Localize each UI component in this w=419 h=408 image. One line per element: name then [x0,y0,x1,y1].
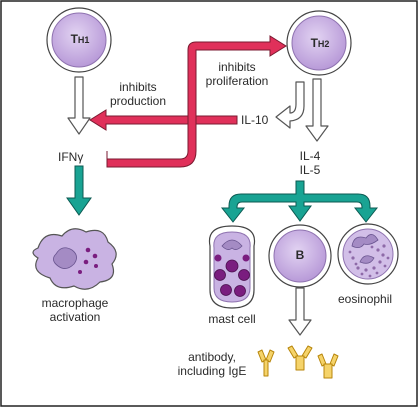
il5-label: IL-5 [299,163,321,177]
th1-to-ifn-arrow [67,76,91,135]
ifn-gamma-label: IFNγ [58,150,84,164]
il10-inhibits-arrow [89,109,238,131]
il10-label: IL-10 [241,113,269,127]
th2-label-sub: H2 [317,39,330,49]
b-cell-label: B [295,248,305,262]
eosinophil-label: eosinophil [338,292,393,306]
th2-to-il10-arrow [275,81,305,129]
inhibits-proliferation-label: inhibits proliferation [194,60,280,88]
th2-cell [286,10,352,76]
th1-label-main: T [70,32,78,46]
macrophage-activation-label: macrophage activation [30,296,120,324]
ifn-to-macrophage-arrow [66,165,92,216]
th1-label: TH1 [60,32,100,46]
th2-to-il4-arrow [305,78,329,142]
macrophage-activation-line-1: macrophage [41,296,109,310]
th1-cell [46,7,112,73]
antibody-label: antibody, including IgE [170,350,254,378]
inhibits-proliferation-line-2: proliferation [205,74,269,88]
th2-label: TH2 [300,36,340,50]
b-to-antibody-arrow [288,287,312,336]
il4-branch-arrow [220,180,379,223]
mast-cell [208,225,256,309]
il4-il5-label: IL-4 IL-5 [292,149,328,177]
antibody-molecules [257,345,339,379]
eosinophil-cell [337,223,399,285]
il4-label: IL-4 [299,149,321,163]
macrophage-cell [32,228,117,290]
macrophage-activation-line-2: activation [49,310,101,324]
mast-cell-label: mast cell [208,312,256,326]
antibody-2 [287,345,313,371]
antibody-line-1: antibody, [188,350,236,364]
b-cell [268,224,332,288]
inhibits-production-line-1: inhibits [119,80,157,94]
antibody-1 [257,349,275,377]
th1-label-sub: H1 [77,35,90,45]
inhibits-proliferation-line-1: inhibits [218,60,256,74]
inhibits-production-label: inhibits production [98,80,178,108]
inhibits-production-line-2: production [109,94,167,108]
ifn-inhibits-arrow [106,35,287,168]
th2-label-main: T [310,36,318,50]
antibody-line-2: including IgE [177,364,247,378]
antibody-3 [317,353,339,379]
